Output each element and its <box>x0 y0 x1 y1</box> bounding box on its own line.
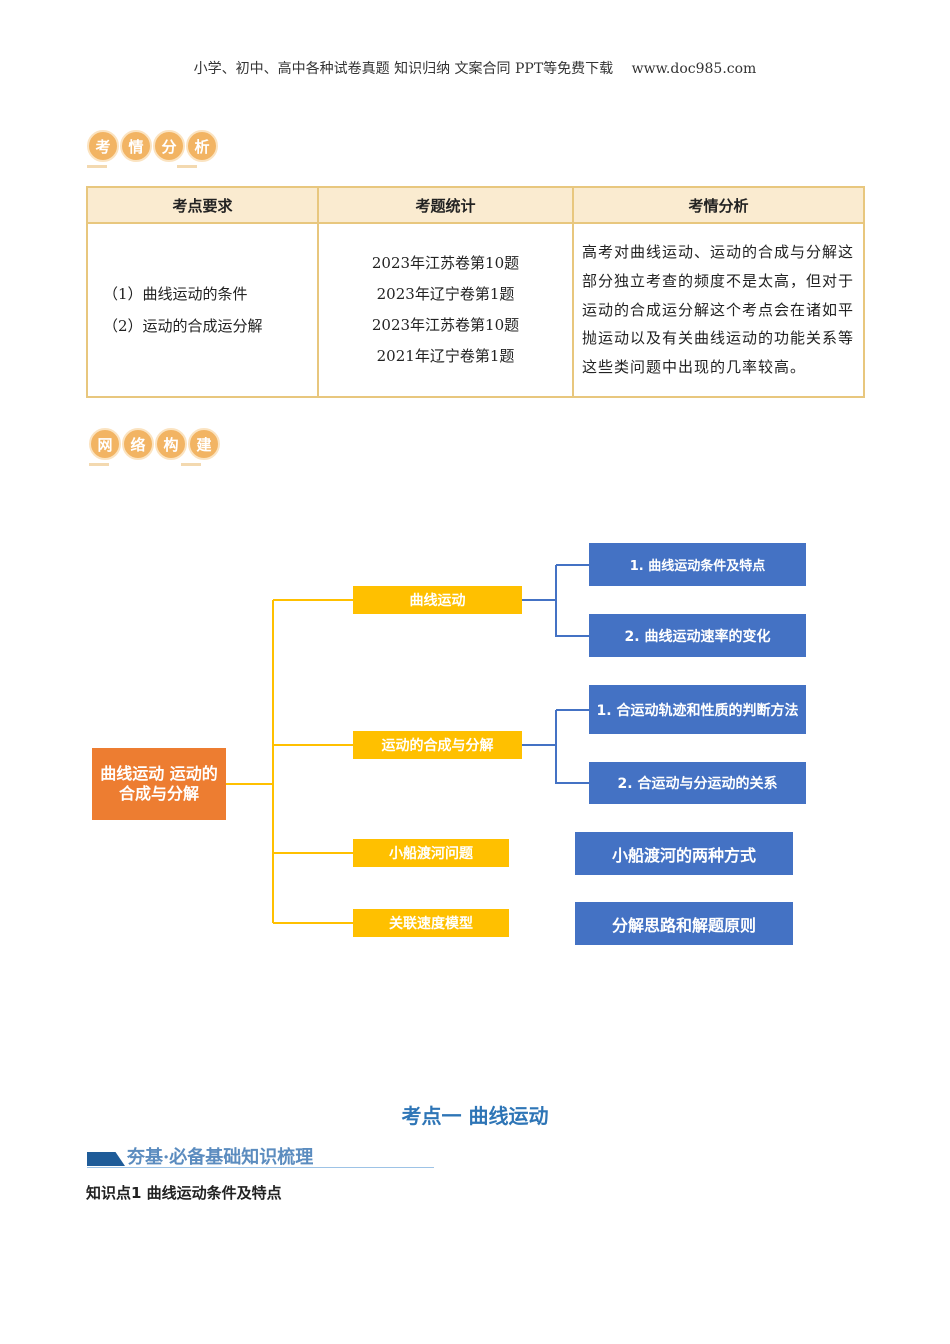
leaf-node: 1. 曲线运动条件及特点 <box>589 543 806 586</box>
stat-item: 2023年辽宁卷第1题 <box>376 285 515 303</box>
badge-char: 分 <box>153 130 185 162</box>
connector <box>555 565 557 637</box>
table-header: 考情分析 <box>572 186 865 224</box>
connector <box>522 599 556 601</box>
leaf-node: 1. 合运动轨迹和性质的判断方法 <box>589 685 806 734</box>
branch-node: 曲线运动 <box>353 586 522 614</box>
requirements-cell: （1）曲线运动的条件 （2）运动的合成运分解 <box>86 222 319 398</box>
connector <box>272 600 274 923</box>
connector <box>556 635 589 637</box>
connector <box>556 564 589 566</box>
connector <box>522 744 556 746</box>
stats-cell: 2023年江苏卷第10题 2023年辽宁卷第1题 2023年江苏卷第10题 2021年… <box>317 222 574 398</box>
badge-char: 构 <box>155 428 187 460</box>
table-header: 考题统计 <box>317 186 574 224</box>
leaf-node: 分解思路和解题原则 <box>575 902 793 945</box>
connector <box>273 922 353 924</box>
branch-node: 小船渡河问题 <box>353 839 509 867</box>
branch-node: 运动的合成与分解 <box>353 731 522 759</box>
stat-item: 2021年辽宁卷第1题 <box>376 347 515 365</box>
leaf-node: 2. 合运动与分运动的关系 <box>589 762 806 804</box>
badge-char: 情 <box>120 130 152 162</box>
badge-char: 考 <box>87 130 119 162</box>
analysis-cell: 高考对曲线运动、运动的合成与分解这部分独立考查的频度不是太高，但对于运动的合成运… <box>572 222 865 398</box>
stat-item: 2023年江苏卷第10题 <box>371 316 520 334</box>
banner-shape <box>87 1152 125 1166</box>
subsection-banner: 夯基·必备基础知识梳理 <box>87 1143 434 1168</box>
page-header: 小学、初中、高中各种试卷真题 知识归纳 文案合同 PPT等免费下载 www.do… <box>193 61 757 77</box>
branch-node: 关联速度模型 <box>353 909 509 937</box>
section-badge-analysis: 考情分析 <box>87 130 218 168</box>
badge-char: 建 <box>188 428 220 460</box>
connector <box>226 783 273 785</box>
connector <box>273 852 353 854</box>
connector <box>556 782 589 784</box>
banner-text: 夯基·必备基础知识梳理 <box>127 1147 314 1168</box>
badge-char: 析 <box>186 130 218 162</box>
badge-char: 络 <box>122 428 154 460</box>
requirement-item: （2）运动的合成运分解 <box>103 317 263 335</box>
knowledge-point-heading: 知识点1 曲线运动条件及特点 <box>86 1184 282 1202</box>
root-node: 曲线运动 运动的合成与分解 <box>92 748 226 820</box>
table-header: 考点要求 <box>86 186 319 224</box>
stat-item: 2023年江苏卷第10题 <box>371 254 520 272</box>
topic-title: 考点一 曲线运动 <box>401 1104 549 1128</box>
connector <box>273 599 353 601</box>
leaf-node: 小船渡河的两种方式 <box>575 832 793 875</box>
connector <box>555 710 557 784</box>
requirement-item: （1）曲线运动的条件 <box>103 285 248 303</box>
section-badge-network: 网络构建 <box>89 428 220 466</box>
leaf-node: 2. 曲线运动速率的变化 <box>589 614 806 657</box>
connector <box>273 744 353 746</box>
analysis-table: 考点要求考题统计考情分析 （1）曲线运动的条件 （2）运动的合成运分解 2023年… <box>86 186 865 398</box>
connector <box>556 709 589 711</box>
badge-char: 网 <box>89 428 121 460</box>
